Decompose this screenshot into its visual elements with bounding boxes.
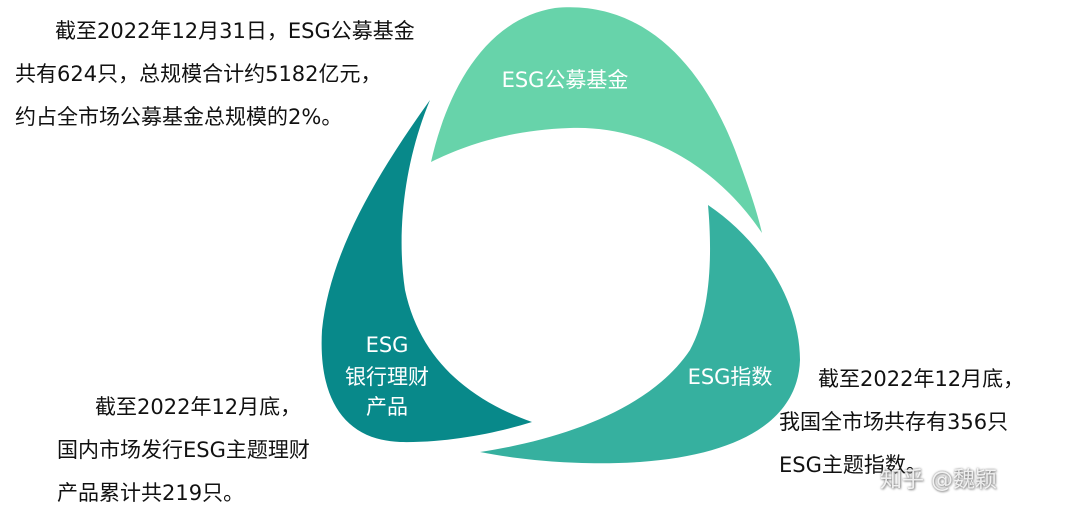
note-line: 截至2022年12月31日，ESG公募基金 bbox=[55, 19, 415, 43]
segment-label-line: 产品 bbox=[366, 395, 408, 419]
segment-esg-bank-wealth bbox=[321, 100, 532, 443]
segment-label-esg-index: ESG指数 bbox=[687, 365, 773, 389]
note-line: 共有624只，总规模合计约5182亿元， bbox=[15, 62, 382, 86]
segment-label-line: 银行理财 bbox=[345, 365, 429, 389]
note-line: 约占全市场公募基金总规模的2%。 bbox=[15, 105, 343, 129]
segment-label-line: ESG bbox=[365, 333, 409, 357]
note-line: 国内市场发行ESG主题理财 bbox=[57, 438, 310, 462]
note-esg-index: 截至2022年12月底， 我国全市场共存有356只 ESG主题指数。 bbox=[779, 358, 1024, 487]
segment-label-esg-fund: ESG公募基金 bbox=[501, 68, 629, 92]
note-line: ESG主题指数。 bbox=[779, 453, 927, 477]
note-line: 截至2022年12月底， bbox=[818, 367, 1025, 391]
segment-esg-fund bbox=[431, 7, 762, 234]
watermark: 知乎 @魏颖 bbox=[880, 468, 997, 493]
segment-esg-index bbox=[480, 205, 800, 464]
segment-label-esg-bank: ESG 银行理财 产品 bbox=[327, 330, 447, 422]
note-line: 截至2022年12月底， bbox=[95, 395, 302, 419]
note-esg-bank: 截至2022年12月底， 国内市场发行ESG主题理财 产品累计共219只。 bbox=[57, 386, 310, 515]
note-line: 产品累计共219只。 bbox=[57, 481, 245, 505]
note-esg-fund: 截至2022年12月31日，ESG公募基金 共有624只，总规模合计约5182亿… bbox=[15, 10, 415, 139]
note-line: 我国全市场共存有356只 bbox=[779, 410, 1009, 434]
